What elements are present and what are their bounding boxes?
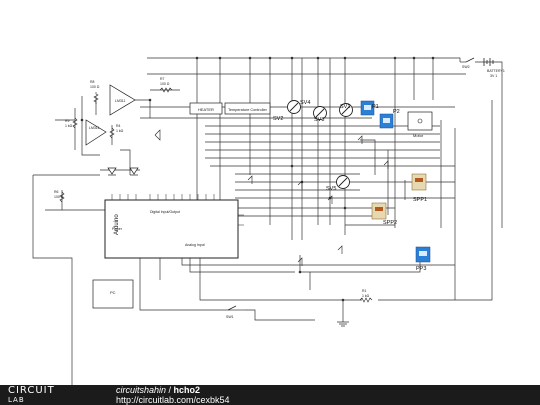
resistor-r1 bbox=[359, 297, 373, 303]
transistors bbox=[154, 129, 389, 266]
switch-sw2 bbox=[465, 57, 475, 63]
credit-line: circuitshahin / hcho2 bbox=[116, 385, 200, 395]
ground-icon bbox=[337, 321, 349, 327]
svg-text:1 kΩ: 1 kΩ bbox=[362, 294, 370, 298]
circuit-schematic: Arduino Digital Input/Output Analog Inpu… bbox=[32, 56, 505, 385]
author-link[interactable]: circuitshahin bbox=[116, 385, 167, 395]
project-name[interactable]: hcho2 bbox=[173, 385, 201, 395]
svg-text:PP3: PP3 bbox=[416, 266, 426, 272]
svg-text:R8: R8 bbox=[90, 80, 95, 84]
svg-text:SW2: SW2 bbox=[462, 65, 470, 69]
svg-text:1 kΩ: 1 kΩ bbox=[65, 124, 73, 128]
svg-text:SV1: SV1 bbox=[340, 104, 350, 110]
resistor-r4 bbox=[109, 127, 115, 139]
battery-icon bbox=[483, 58, 494, 66]
svg-text:PC: PC bbox=[110, 290, 116, 295]
opamp-lm311-b bbox=[85, 119, 107, 146]
svg-text:Motor: Motor bbox=[413, 133, 424, 138]
arduino-title: Arduino bbox=[114, 214, 120, 235]
arduino-digital-label: Digital Input/Output bbox=[150, 210, 180, 214]
diode-1 bbox=[107, 167, 117, 175]
project-url[interactable]: http://circuitlab.com/cexbk54 bbox=[116, 395, 230, 405]
svg-text:R7: R7 bbox=[160, 77, 165, 81]
op-amps bbox=[85, 84, 136, 146]
arduino-board: Arduino Digital Input/Output Analog Inpu… bbox=[104, 194, 244, 259]
device-icons bbox=[360, 100, 431, 263]
switches bbox=[227, 57, 475, 311]
opamp-lm311-a bbox=[109, 84, 136, 116]
arduino-analog-label: Analog Input bbox=[185, 243, 205, 247]
heater-block: HEATER bbox=[189, 102, 223, 115]
svg-text:SV3: SV3 bbox=[314, 117, 324, 123]
svg-text:SPP1: SPP1 bbox=[413, 197, 427, 203]
logo-top-text: CIRCUIT bbox=[8, 385, 55, 396]
pump-p1-icon bbox=[360, 100, 375, 116]
svg-text:P1: P1 bbox=[372, 104, 379, 110]
svg-text:P2: P2 bbox=[393, 109, 400, 115]
svg-text:LM311: LM311 bbox=[115, 99, 125, 103]
svg-text:HEATER: HEATER bbox=[198, 107, 214, 112]
svg-text:Temperature Controller: Temperature Controller bbox=[228, 108, 268, 112]
svg-text:SV2: SV2 bbox=[273, 116, 283, 122]
pc-block: PC bbox=[92, 279, 134, 309]
switch-sw1 bbox=[227, 305, 237, 311]
syringe-pump-spp2-icon bbox=[371, 202, 387, 220]
component-labels: R8 100 Ω R7 100 Ω R9 1 kΩ R6 100 Ω R4 1 … bbox=[54, 65, 505, 319]
circuitlab-logo[interactable]: CIRCUIT LAB bbox=[8, 385, 55, 405]
syringe-pump-spp1-icon bbox=[411, 173, 427, 191]
pump-pp3-icon bbox=[415, 246, 431, 263]
junctions bbox=[80, 56, 435, 302]
svg-text:100 Ω: 100 Ω bbox=[160, 82, 170, 86]
diodes bbox=[107, 167, 139, 176]
svg-text:SPP2: SPP2 bbox=[383, 220, 397, 226]
svg-text:R9: R9 bbox=[65, 119, 70, 123]
svg-text:R1: R1 bbox=[362, 289, 367, 293]
svg-text:1 kΩ: 1 kΩ bbox=[116, 129, 124, 133]
temperature-controller-block: Temperature Controller bbox=[224, 102, 271, 115]
footer-bar: CIRCUIT LAB circuitshahin / hcho2 http:/… bbox=[0, 385, 540, 405]
resistors bbox=[59, 87, 373, 303]
svg-text:R6: R6 bbox=[54, 190, 59, 194]
svg-text:SV5: SV5 bbox=[326, 186, 336, 192]
device-labels: SV2 SV3 SV4 SV1 SV5 P1 P2 PP3 SPP1 SPP2 bbox=[273, 100, 427, 272]
logo-bottom-text: LAB bbox=[8, 396, 25, 404]
svg-text:SW1: SW1 bbox=[226, 315, 234, 319]
resistor-r8 bbox=[93, 92, 99, 104]
svg-text:SV4: SV4 bbox=[300, 100, 310, 106]
svg-text:3V 1: 3V 1 bbox=[490, 74, 497, 78]
svg-text:LM311: LM311 bbox=[89, 126, 99, 130]
resistor-r6 bbox=[59, 191, 65, 203]
arduino-power-label: Power bbox=[112, 227, 123, 231]
solenoid-valves bbox=[287, 100, 353, 189]
motor-block: Motor bbox=[407, 111, 433, 138]
resistor-r9 bbox=[72, 117, 78, 129]
pump-p2-icon bbox=[379, 113, 394, 129]
svg-text:BATTERY1: BATTERY1 bbox=[487, 69, 505, 73]
svg-text:100 Ω: 100 Ω bbox=[90, 85, 100, 89]
resistor-r7 bbox=[159, 87, 173, 93]
svg-text:R4: R4 bbox=[116, 124, 121, 128]
svg-text:100 Ω: 100 Ω bbox=[54, 195, 64, 199]
diode-2 bbox=[129, 167, 139, 175]
credit-separator: / bbox=[166, 385, 174, 395]
